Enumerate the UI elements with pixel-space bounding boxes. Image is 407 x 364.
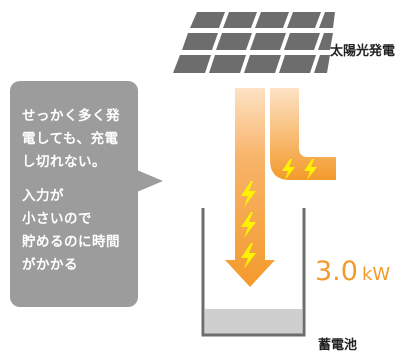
bubble-line: がかかる (22, 257, 78, 273)
bubble-line: せっかく多く発 (22, 108, 120, 124)
bubble-line: 入力が (22, 188, 64, 204)
solar-panel (173, 12, 335, 73)
solar-panel-label: 太陽光発電 (330, 44, 396, 59)
lightning-bolt-icon (282, 159, 295, 180)
power-value: 3.0 (315, 256, 358, 287)
bubble-text-block-2: 入力が 小さいので 貯めるのに時間 がかかる (22, 185, 134, 277)
lightning-bolt-icon (241, 243, 256, 269)
battery-charge-level (205, 309, 302, 335)
battery-label: 蓄電池 (318, 338, 358, 353)
lightning-bolt-icons (241, 159, 317, 269)
excess-energy-flow (270, 88, 336, 180)
lightning-bolt-icon (304, 159, 317, 180)
power-unit: kW (361, 264, 391, 285)
speech-bubble-tail (137, 170, 163, 192)
bubble-line: 電しても、充電 (22, 131, 119, 147)
lightning-bolt-icon (241, 181, 256, 207)
battery (201, 208, 306, 337)
bubble-line: 貯めるのに時間 (22, 234, 120, 250)
lightning-bolt-icon (241, 212, 256, 238)
speech-bubble: せっかく多く発 電しても、充電 し切れない。 入力が 小さいので 貯めるのに時間… (10, 81, 138, 307)
bubble-text-block-1: せっかく多く発 電しても、充電 し切れない。 (22, 105, 134, 174)
bubble-line: し切れない。 (22, 154, 106, 170)
bubble-line: 小さいので (22, 211, 92, 227)
